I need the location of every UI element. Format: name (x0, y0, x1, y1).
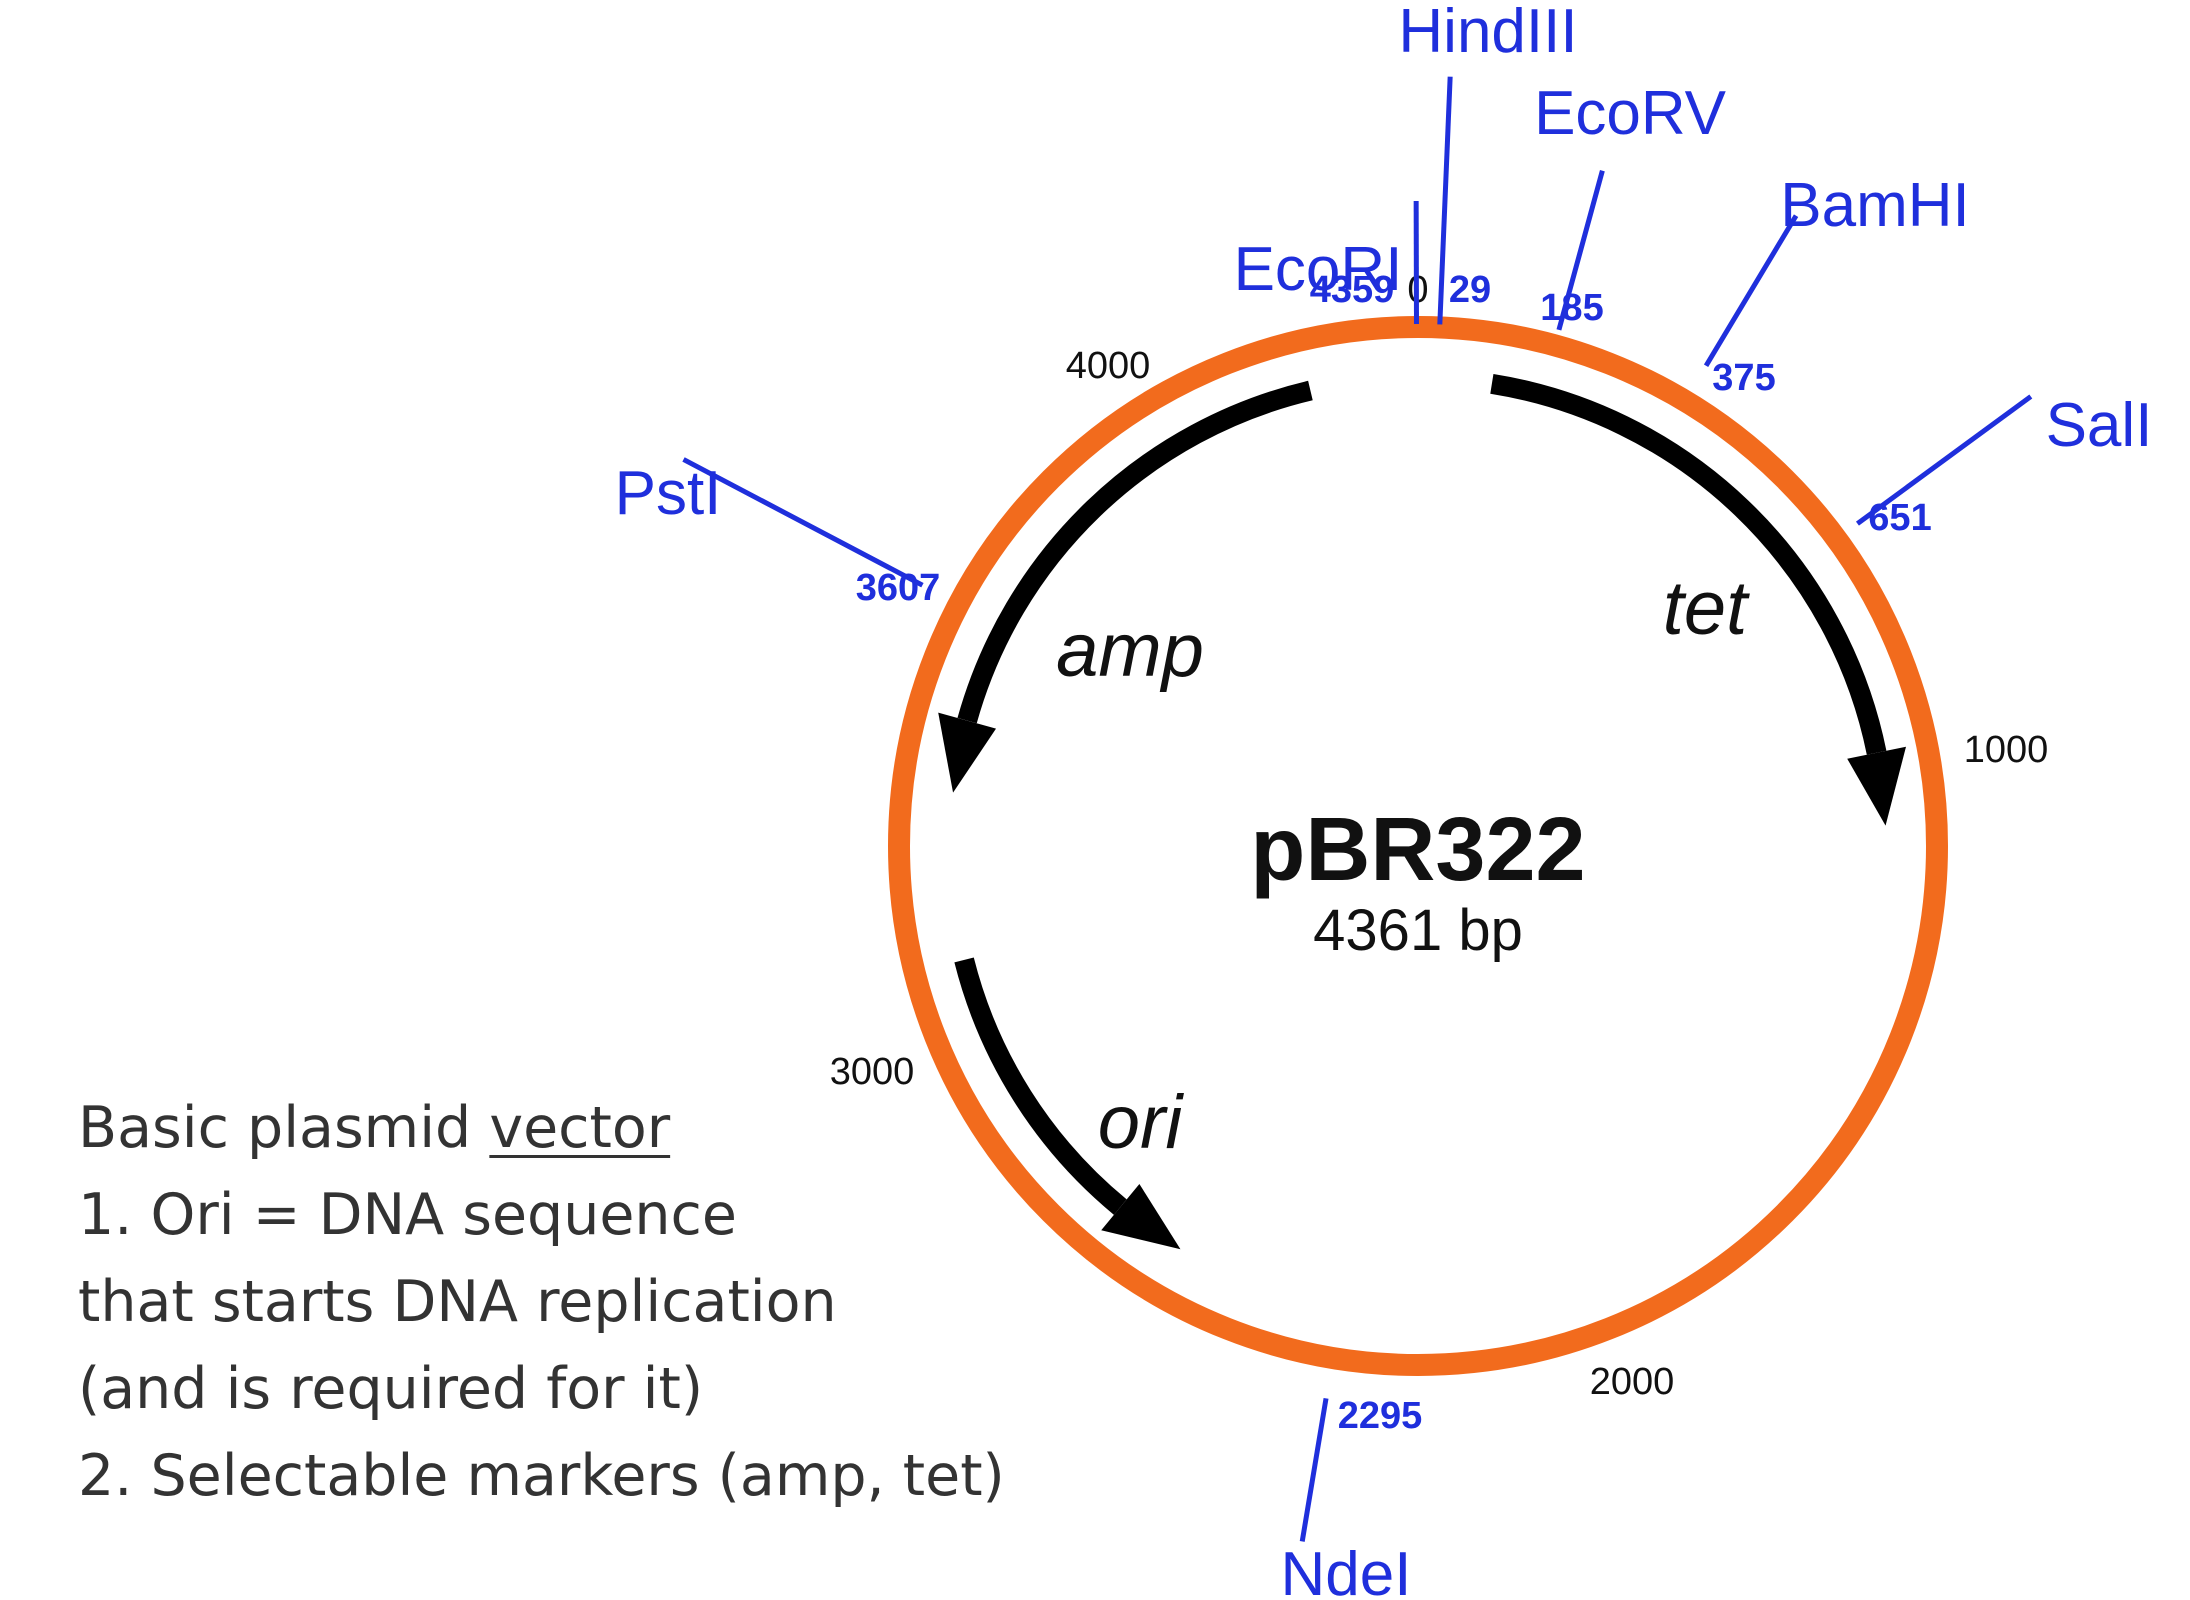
feature-label: tet (1663, 566, 1750, 651)
feature-arrow-body (954, 957, 1127, 1215)
notes-text: Basic plasmid vector 1. Ori = DNA sequen… (78, 1085, 1005, 1520)
notes-line-1-prefix: Basic plasmid (78, 1095, 490, 1161)
feature-arrow-body (957, 380, 1313, 724)
notes-line-4: (and is required for it) (78, 1356, 704, 1422)
site-position-label: 375 (1712, 357, 1775, 399)
site-name-label: EcoRI (1234, 235, 1403, 304)
plasmid-name: pBR322 (1250, 800, 1585, 900)
notes-line-3: that starts DNA replication (78, 1269, 837, 1335)
site-name-label: EcoRV (1534, 79, 1726, 148)
site-leader-line (1855, 394, 2033, 526)
notes-line-2: 1. Ori = DNA sequence (78, 1182, 737, 1248)
feature-arrowhead (1101, 1183, 1181, 1250)
feature-label: amp (1056, 608, 1204, 693)
site-position-label: 29 (1449, 269, 1491, 311)
feature-arrows: amp tet ori (938, 373, 1907, 1250)
site-position-label: 4359 (1310, 269, 1395, 311)
site-leader-line (1437, 76, 1453, 325)
scale-tick-label: 2000 (1590, 1361, 1675, 1403)
site-position-label: 2295 (1338, 1395, 1423, 1437)
notes-underlined-word: vector (489, 1095, 671, 1161)
site-name-label: BamHI (1780, 171, 1969, 240)
site-leader-line (682, 457, 924, 588)
site-position-label: 651 (1868, 497, 1931, 539)
notes-line-1: Basic plasmid vector (78, 1085, 1005, 1172)
scale-ticks: 01000200030004000 (830, 269, 2049, 1403)
plasmid-size: 4361 bp (1313, 898, 1523, 963)
feature-arrowhead (1847, 746, 1907, 826)
feature-label: ori (1098, 1080, 1185, 1165)
site-name-label: PstI (615, 459, 722, 528)
site-name-label: NdeI (1281, 1540, 1412, 1600)
notes-line-5: 2. Selectable markers (amp, tet) (78, 1443, 1005, 1509)
feature-arrowhead (938, 712, 997, 793)
site-leader-line (1703, 214, 1799, 368)
site-name-label: SalI (2046, 391, 2153, 460)
site-leader-line (1299, 1397, 1329, 1542)
scale-tick-label: 4000 (1066, 345, 1151, 387)
site-position-label: 3607 (856, 567, 941, 609)
feature-arrow-body (1490, 373, 1887, 755)
site-name-label: HindIII (1398, 0, 1577, 66)
site-leader-line (1556, 170, 1605, 331)
scale-tick-label: 3000 (830, 1051, 915, 1093)
plasmid-backbone (888, 316, 1948, 1376)
scale-tick-label: 1000 (1964, 729, 2049, 771)
site-position-label: 185 (1540, 287, 1603, 329)
